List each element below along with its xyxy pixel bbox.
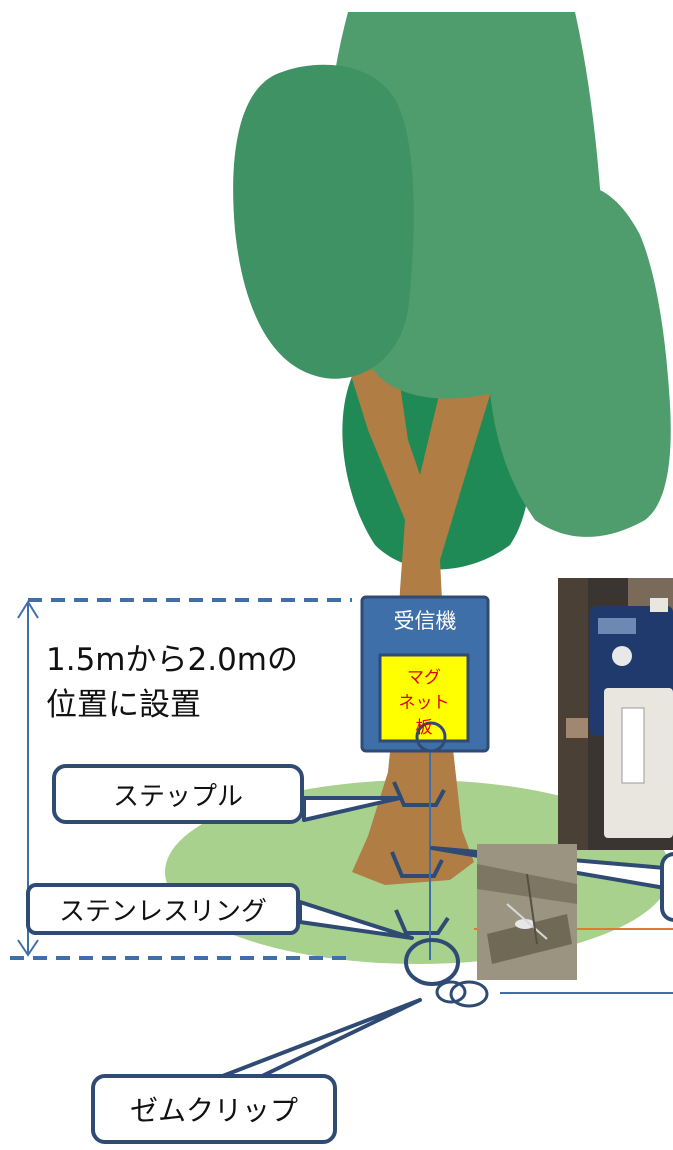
staples xyxy=(390,781,450,935)
installation-height-line-1: 1.5mから2.0mの xyxy=(46,642,298,678)
magnet-wire-loop xyxy=(415,721,447,753)
magnet-plate-label: マグ ネット 板 xyxy=(382,666,466,741)
foliage-right xyxy=(486,184,671,537)
zem-clip-circle-1 xyxy=(435,980,467,1004)
ground-photo xyxy=(477,844,577,980)
zem-clip-label: ゼムクリップ xyxy=(129,1094,298,1127)
magnet-plate-line-3: 板 xyxy=(415,718,433,738)
installation-height-label: 1.5mから2.0mの 位置に設置 xyxy=(46,638,298,728)
stainless-ring-circle xyxy=(404,938,460,986)
right-cropped-callout xyxy=(660,852,673,922)
magnet-plate-line-2: ネット xyxy=(398,693,450,713)
clip-callout-tail xyxy=(218,998,422,1079)
staple-label: ステップル xyxy=(112,781,243,812)
magnet-plate-line-1: マグ xyxy=(407,668,441,688)
staple-callout: ステップル xyxy=(52,764,304,824)
foliage-left xyxy=(233,64,414,379)
height-arrow-head-top xyxy=(17,600,39,619)
installation-height-line-2: 位置に設置 xyxy=(46,687,201,723)
stainless-ring-callout: ステンレスリング xyxy=(26,883,300,935)
magnet-plate xyxy=(378,653,470,743)
zem-clip-circle-2 xyxy=(449,980,489,1008)
stainless-ring-label: ステンレスリング xyxy=(58,896,267,927)
zem-clip-callout: ゼムクリップ xyxy=(91,1074,337,1144)
ring-callout-tail xyxy=(298,900,414,940)
height-arrow-head-bottom xyxy=(17,939,39,957)
staple-callout-tail xyxy=(302,796,402,822)
receiver-photo xyxy=(558,578,673,850)
receiver-label: 受信機 xyxy=(393,609,457,633)
